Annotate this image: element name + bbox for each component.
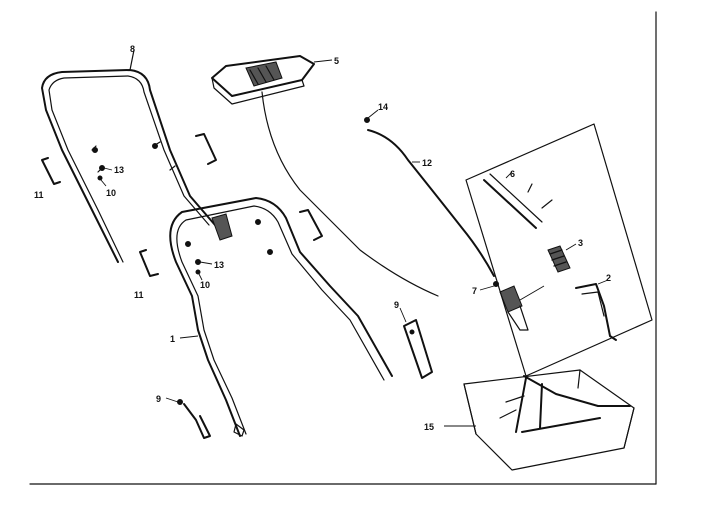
upper-handle-bolt-left xyxy=(92,147,98,153)
cable-end-assembly xyxy=(479,281,545,331)
callout-label: 9 xyxy=(394,300,399,310)
hardware-9-left xyxy=(165,397,211,439)
bracket-11-lower xyxy=(139,209,323,277)
upper-handle-bolt-right xyxy=(152,143,158,149)
callout-label: 9 xyxy=(156,394,161,404)
callout-label: 5 xyxy=(334,56,339,66)
upper-handle-leader xyxy=(129,49,135,71)
bracket-11-upper xyxy=(41,133,217,185)
bolt-set-upper xyxy=(97,165,113,187)
callout-label: 1 xyxy=(170,334,175,344)
cable-clip xyxy=(211,213,233,241)
callout-label: 11 xyxy=(134,290,144,300)
callout-label: 3 xyxy=(578,238,583,248)
callout-label: 11 xyxy=(34,190,44,200)
bolt-set-lower xyxy=(195,259,213,281)
callout-label: 12 xyxy=(422,158,432,168)
callout-label: 10 xyxy=(106,188,116,198)
hardware-9-center xyxy=(399,307,433,379)
callout-label: 2 xyxy=(606,273,611,283)
control-cable xyxy=(261,91,439,297)
callout-label: 13 xyxy=(114,165,124,175)
grass-catcher xyxy=(444,369,635,471)
callout-label: 8 xyxy=(130,44,135,54)
callout-label: 15 xyxy=(424,422,434,432)
callout-label: 6 xyxy=(510,169,515,179)
callout-label: 10 xyxy=(200,280,210,290)
upper-handle xyxy=(41,49,216,263)
inset-panel xyxy=(465,123,653,377)
callout-label: 7 xyxy=(472,286,477,296)
callout-label: 14 xyxy=(378,102,388,112)
control-bail xyxy=(211,55,333,105)
drive-cable xyxy=(364,109,495,277)
lower-handle xyxy=(169,197,393,437)
callout-label: 13 xyxy=(214,260,224,270)
